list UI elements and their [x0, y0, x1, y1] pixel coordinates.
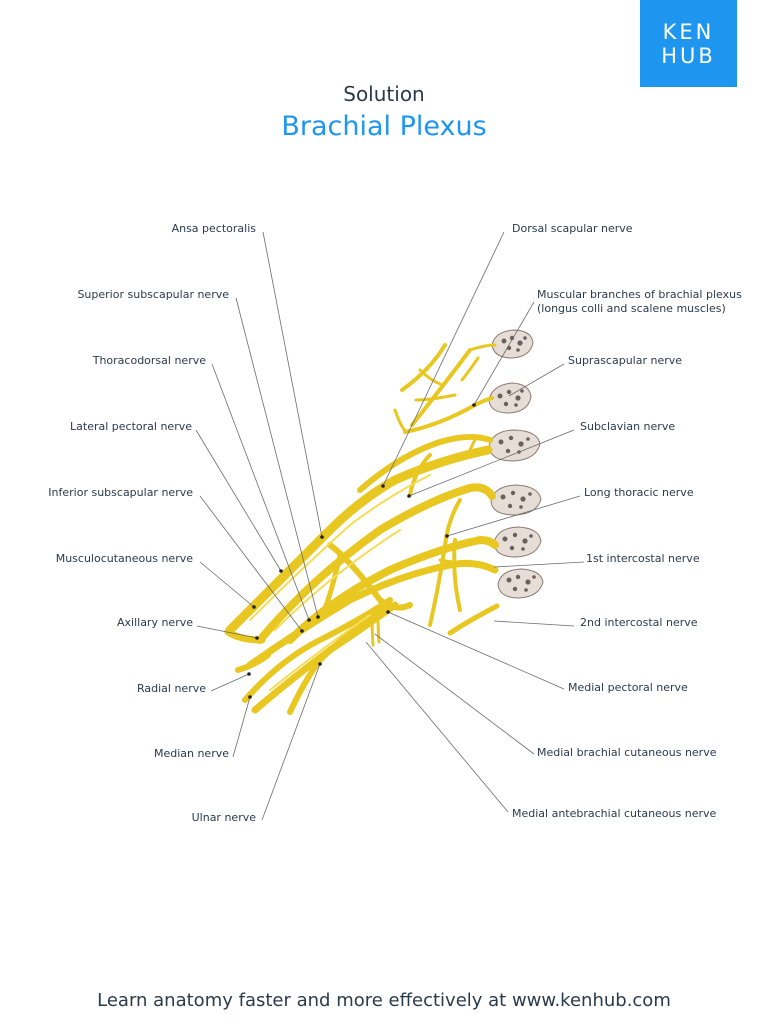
vertebra-t2 [497, 568, 544, 599]
label-suprascapular-nerve: Suprascapular nerve [568, 354, 682, 367]
anchor-dots [247, 403, 476, 699]
page-title: Brachial Plexus [281, 111, 487, 142]
label-thoracodorsal-nerve: Thoracodorsal nerve [92, 354, 206, 367]
label-median-nerve: Median nerve [154, 747, 229, 760]
label-lateral-pectoral-nerve: Lateral pectoral nerve [70, 420, 192, 433]
label-dorsal-scapular-nerve: Dorsal scapular nerve [512, 222, 633, 235]
footer-tagline: Learn anatomy faster and more effectivel… [97, 990, 671, 1011]
label-medial-brachial-cutaneous-nerve: Medial brachial cutaneous nerve [537, 746, 717, 759]
label-radial-nerve: Radial nerve [137, 682, 206, 695]
label-medial-antebrachial-cutaneous-nerve: Medial antebrachial cutaneous nerve [512, 807, 717, 820]
label-musculocutaneous-nerve: Musculocutaneous nerve [56, 552, 194, 565]
vertebrae [488, 329, 544, 599]
kenhub-logo[interactable]: KEN HUB [640, 0, 737, 87]
label-1st-intercostal-nerve: 1st intercostal nerve [586, 552, 700, 565]
nerve-illustration [224, 343, 500, 715]
label-ulnar-nerve: Ulnar nerve [192, 811, 257, 824]
label-superior-subscapular-nerve: Superior subscapular nerve [77, 288, 229, 301]
label-inferior-subscapular-nerve: Inferior subscapular nerve [48, 486, 193, 499]
vertebra-c6 [488, 429, 541, 462]
label-medial-pectoral-nerve: Medial pectoral nerve [568, 681, 688, 694]
label-long-thoracic-nerve: Long thoracic nerve [584, 486, 694, 499]
vertebra-c5 [488, 382, 532, 414]
vertebra-c4 [491, 329, 534, 359]
label-ansa-pectoralis: Ansa pectoralis [172, 222, 257, 235]
label-2nd-intercostal-nerve: 2nd intercostal nerve [580, 616, 698, 629]
label-muscular-branches: Muscular branches of brachial plexus [537, 288, 742, 301]
logo-line-2: HUB [661, 43, 716, 68]
label-subclavian-nerve: Subclavian nerve [580, 420, 675, 433]
page-subtitle: Solution [343, 82, 425, 106]
label-muscular-branches-detail: (longus colli and scalene muscles) [537, 302, 726, 315]
logo-line-1: KEN [662, 19, 715, 44]
vertebra-t1 [493, 526, 542, 558]
vertebra-c7 [490, 484, 542, 516]
leader-lines [195, 231, 585, 821]
label-axillary-nerve: Axillary nerve [117, 616, 193, 629]
